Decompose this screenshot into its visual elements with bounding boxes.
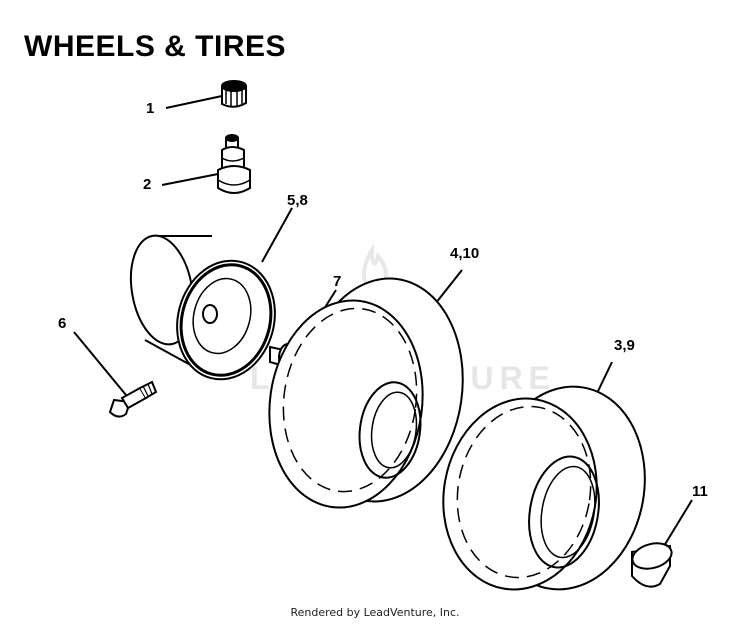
rear-tire-part[interactable] [428,361,660,602]
diagram-title: WHEELS & TIRES [24,30,287,63]
callout-5-8: 5,8 [287,192,308,209]
valve-cap-part[interactable] [165,80,247,109]
spacer-sleeve-part[interactable] [630,499,693,588]
callout-1: 1 [146,100,155,117]
callout-7: 7 [333,273,342,290]
lug-bolt-part[interactable] [73,331,158,418]
callout-4-10: 4,10 [450,245,480,262]
wheel-rim-part[interactable] [123,207,293,390]
footer-credit: Rendered by LeadVenture, Inc. [290,606,460,619]
valve-stem-part[interactable] [161,134,251,194]
callout-6: 6 [58,315,67,332]
callout-3-9: 3,9 [614,337,635,354]
front-tire-part[interactable] [256,268,477,518]
callout-2: 2 [143,176,152,193]
callout-11: 11 [692,483,708,500]
